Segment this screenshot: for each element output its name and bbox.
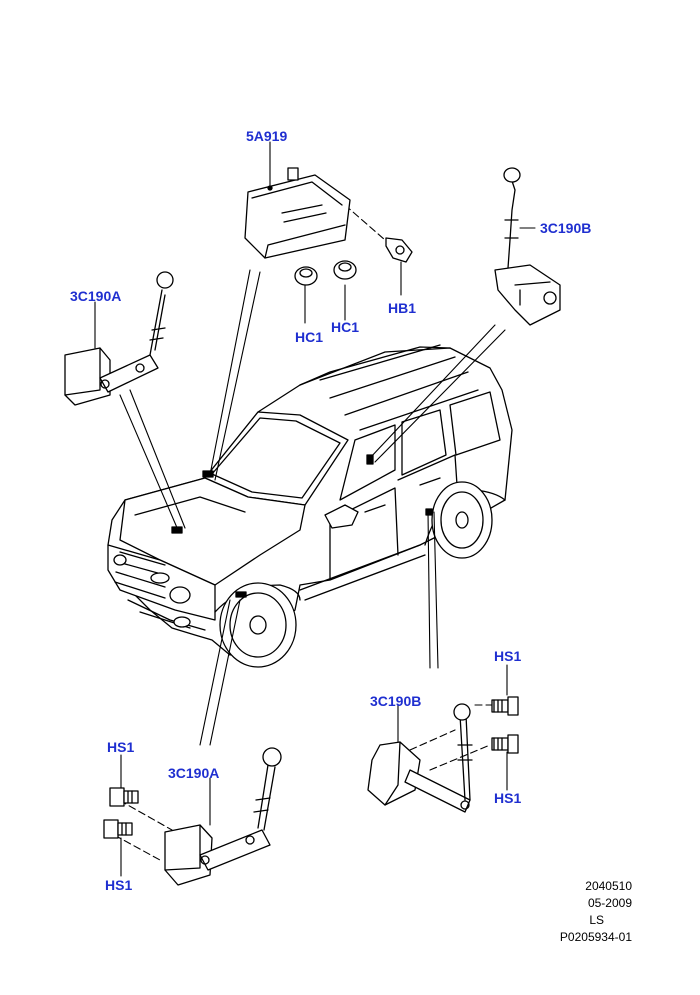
callout-3c190b-bottom: 3C190B (370, 693, 422, 709)
bolt-hs1-right-bottom (491, 734, 519, 754)
callout-hs1-left-top: HS1 (107, 739, 135, 755)
callout-hs1-left-bottom: HS1 (105, 877, 133, 893)
drawing-number: 2040510 (585, 879, 632, 893)
callout-hs1-right-bottom: HS1 (494, 790, 522, 806)
vehicle-illustration (107, 344, 513, 668)
bolt-hs1-right-top (491, 696, 519, 716)
height-sensor-3c190b-top (494, 167, 561, 326)
height-sensor-3c190a-bottom (164, 747, 282, 886)
control-module-5a919 (244, 167, 351, 259)
height-sensor-3c190a-top (64, 271, 174, 406)
drawing-date: 05-2009 (587, 896, 632, 910)
bushing-hc1-right (333, 260, 357, 280)
callout-hc1-left: HC1 (295, 329, 324, 345)
bolt-hs1-left-bottom (103, 819, 133, 839)
drawing-code: LS (589, 913, 604, 927)
callout-hb1: HB1 (388, 300, 417, 316)
part-reference: P0205934-01 (559, 930, 632, 944)
leader-lines (94, 141, 536, 877)
callout-hs1-right-top: HS1 (494, 648, 522, 664)
bolt-hs1-left-top (109, 787, 139, 807)
callout-3c190a-top: 3C190A (70, 288, 122, 304)
height-sensor-3c190b-bottom (367, 703, 473, 813)
callout-5a919: 5A919 (246, 128, 288, 144)
callout-hc1-right: HC1 (331, 319, 360, 335)
bushing-hc1-left (294, 266, 318, 286)
callout-3c190b-top: 3C190B (540, 220, 592, 236)
bracket-hb1 (385, 237, 413, 263)
callout-3c190a-bottom: 3C190A (168, 765, 220, 781)
